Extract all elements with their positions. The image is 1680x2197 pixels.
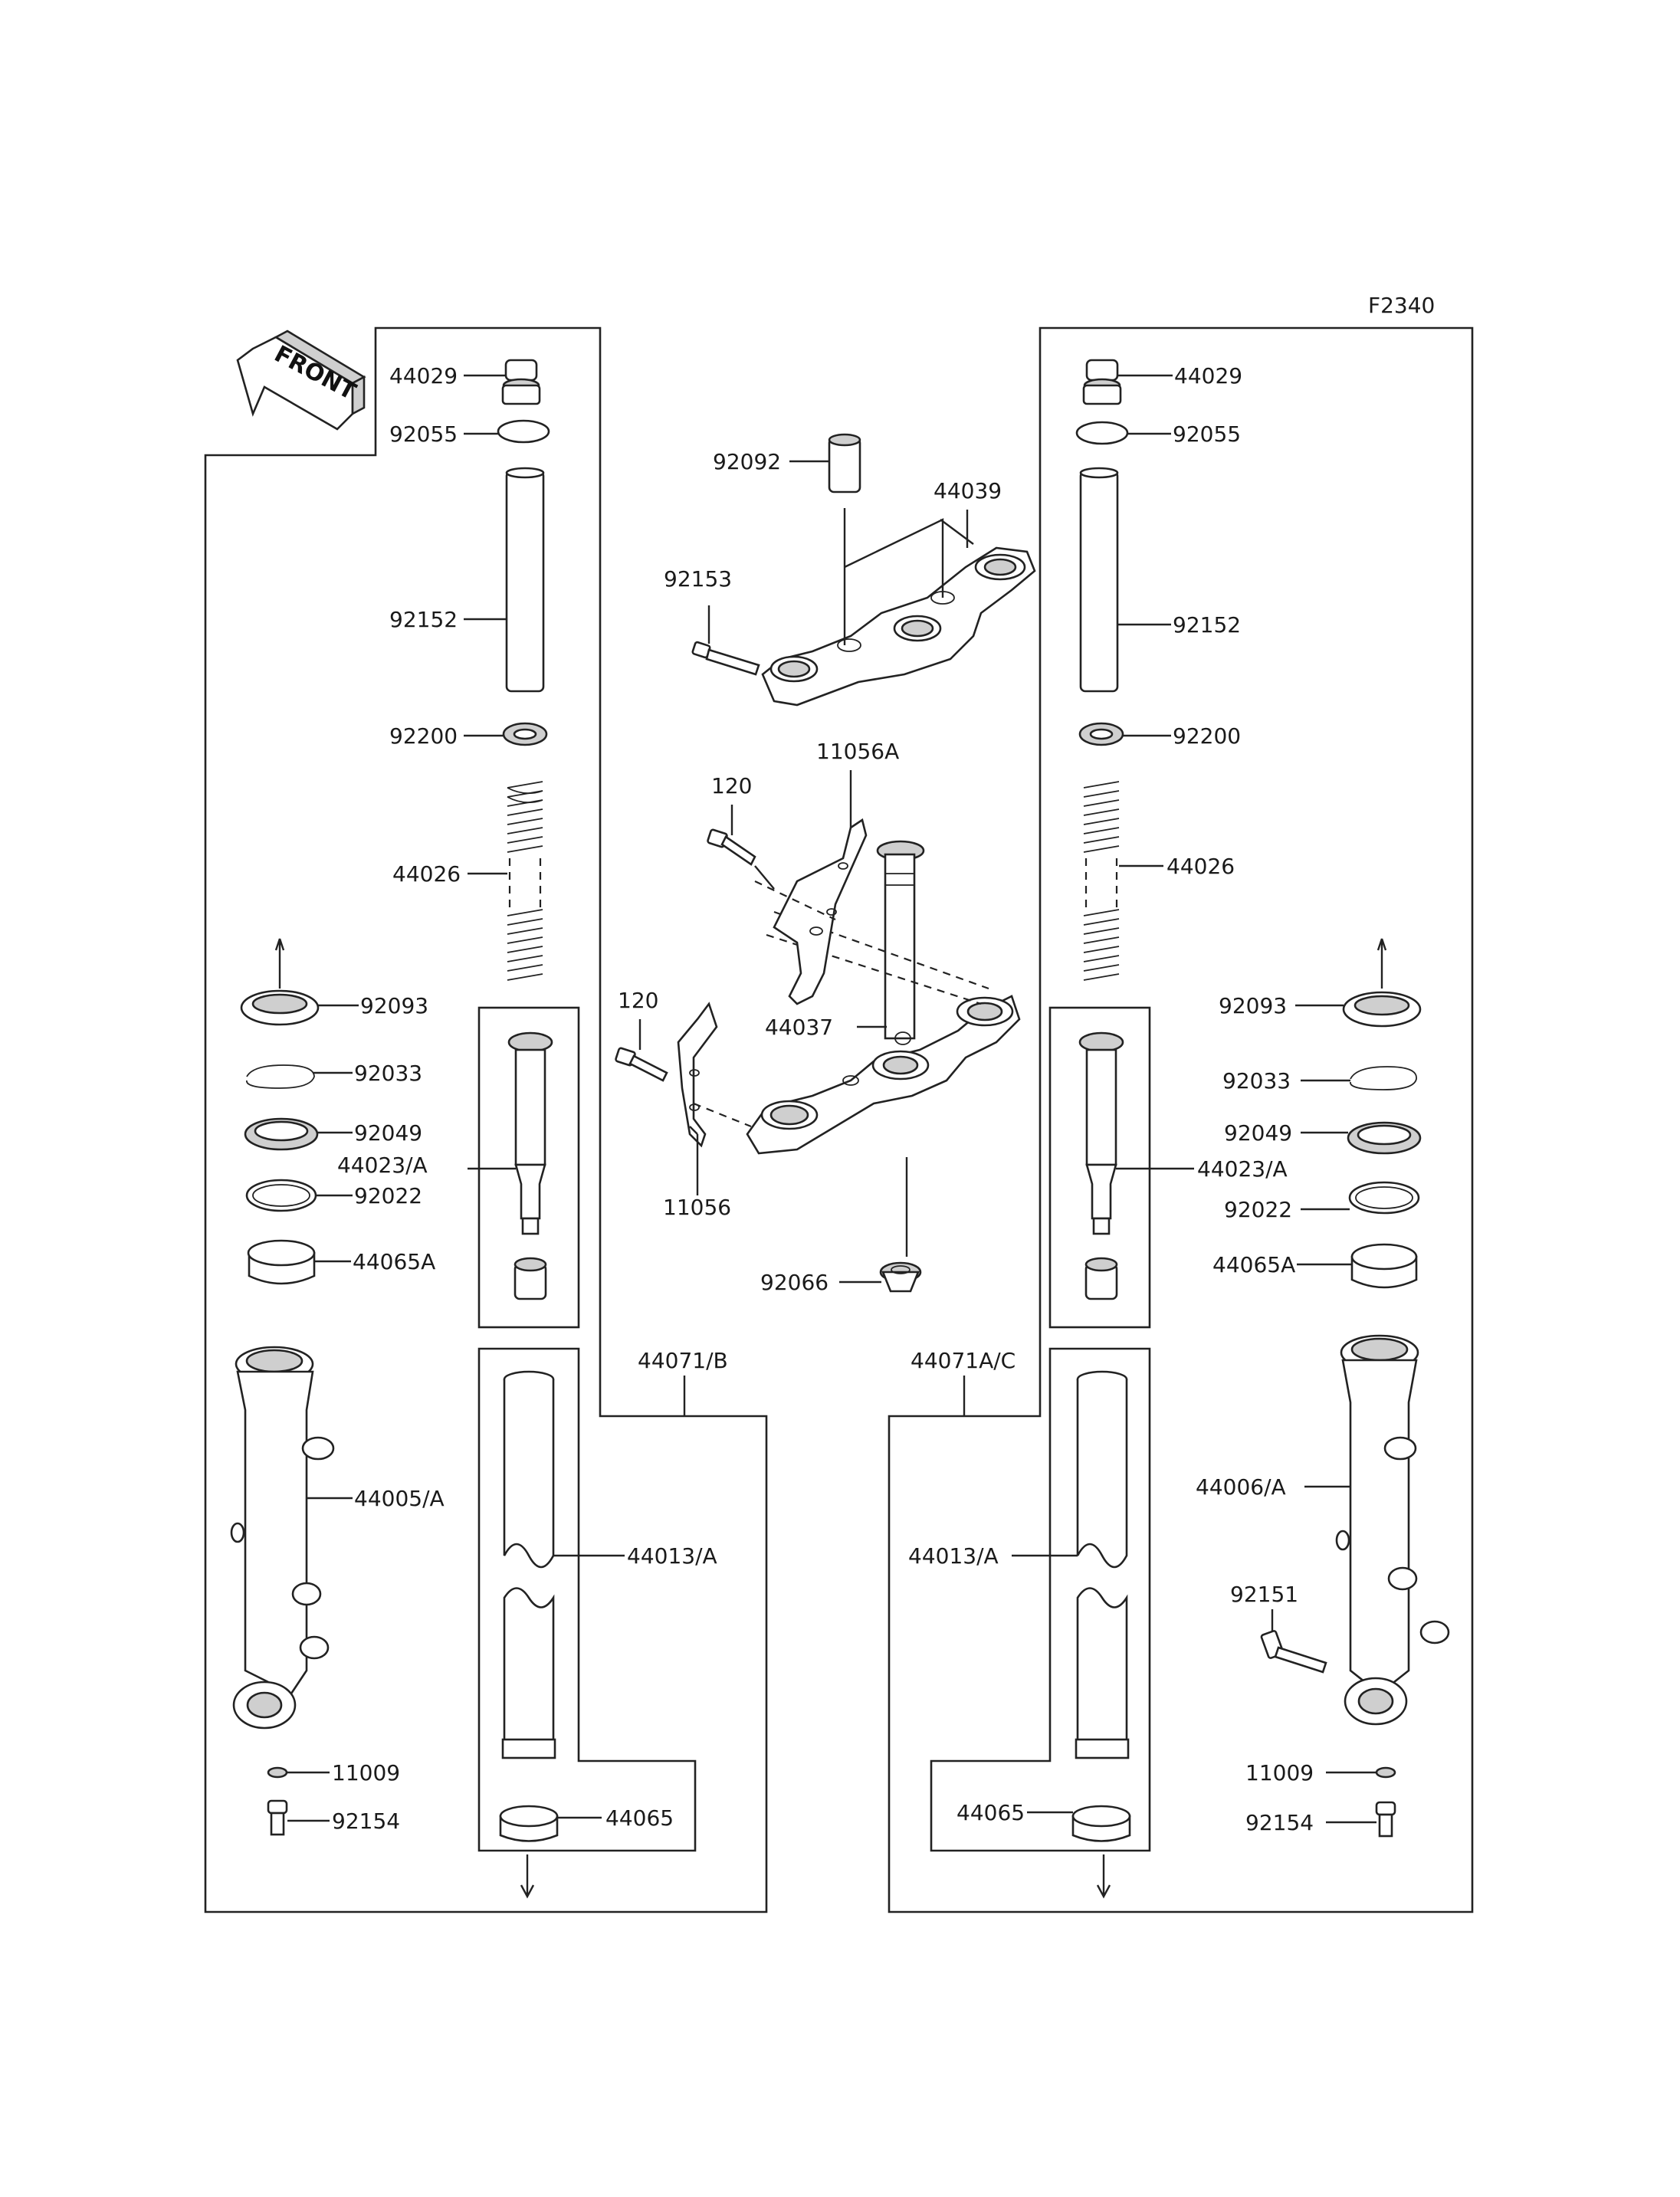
upper-bracket xyxy=(761,546,1036,707)
label-120-upper: 120 xyxy=(711,773,752,798)
label-92152-right: 92152 xyxy=(1173,612,1241,638)
left-fork-frame xyxy=(204,326,768,1913)
label-92200-right: 92200 xyxy=(1173,723,1241,749)
label-44013a-right: 44013/A xyxy=(908,1543,999,1569)
label-11009-right: 11009 xyxy=(1245,1760,1314,1785)
cap-bolt-left xyxy=(501,359,541,405)
label-44026-left: 44026 xyxy=(392,861,461,887)
label-44006a-right: 44006/A xyxy=(1196,1474,1286,1500)
stem-guide-line xyxy=(773,910,989,990)
label-44037: 44037 xyxy=(765,1015,833,1040)
label-11009-left: 11009 xyxy=(332,1760,400,1785)
label-92200-left: 92200 xyxy=(389,723,458,749)
inner-tube-left xyxy=(501,1370,556,1759)
label-92153: 92153 xyxy=(664,566,732,592)
gasket-left xyxy=(267,1766,288,1779)
left-damper-box xyxy=(477,1006,580,1329)
axle-bolt-right xyxy=(1260,1630,1327,1674)
label-92055-right: 92055 xyxy=(1173,421,1241,447)
ring-right xyxy=(1348,1181,1420,1215)
label-92033-left: 92033 xyxy=(354,1061,422,1086)
front-arrow-icon: FRONT xyxy=(236,330,366,431)
right-damper-box xyxy=(1048,1006,1151,1329)
label-92049-right: 92049 xyxy=(1224,1120,1292,1146)
bush-a-right xyxy=(1350,1243,1418,1289)
inner-tube-right xyxy=(1075,1370,1130,1759)
label-44071b: 44071/B xyxy=(638,1348,728,1373)
label-92093-left: 92093 xyxy=(360,993,428,1018)
spacer-tube-left xyxy=(505,467,545,693)
label-92022-right: 92022 xyxy=(1224,1197,1292,1222)
label-120-lower: 120 xyxy=(618,988,658,1013)
washer-left xyxy=(502,722,548,746)
bush-right xyxy=(1071,1805,1131,1899)
label-44065-right: 44065 xyxy=(956,1800,1025,1825)
label-44065-left: 44065 xyxy=(605,1805,674,1831)
fork-spring-right xyxy=(1083,781,1120,981)
label-44005a-left: 44005/A xyxy=(354,1486,445,1511)
stem-seal xyxy=(879,1261,922,1293)
label-44013a-left: 44013/A xyxy=(627,1543,717,1569)
o-ring-right xyxy=(1075,421,1129,445)
damper-rod-right xyxy=(1078,1031,1124,1300)
label-44065a-left: 44065A xyxy=(353,1249,435,1274)
spacer-tube-right xyxy=(1079,467,1119,693)
label-11056: 11056 xyxy=(663,1195,731,1220)
label-11056a: 11056A xyxy=(816,739,899,764)
label-44029-right: 44029 xyxy=(1174,363,1242,389)
label-44065a-right: 44065A xyxy=(1212,1252,1295,1277)
label-44029-left: 44029 xyxy=(389,363,458,389)
label-92055-left: 92055 xyxy=(389,421,458,447)
label-92033-right: 92033 xyxy=(1222,1068,1291,1094)
label-92154-right: 92154 xyxy=(1245,1810,1314,1835)
bolt-120-lower xyxy=(615,1047,668,1082)
label-44071ac: 44071A/C xyxy=(911,1348,1016,1373)
label-92022-left: 92022 xyxy=(354,1183,422,1208)
damper-rod-left xyxy=(507,1031,553,1300)
dust-seal-left xyxy=(240,938,320,1026)
lower-bracket xyxy=(746,995,1021,1155)
bush-left xyxy=(499,1805,559,1899)
label-92093-right: 92093 xyxy=(1219,993,1287,1018)
dust-seal-right xyxy=(1342,938,1422,1028)
cap-bolt-right xyxy=(1082,359,1122,405)
label-92092: 92092 xyxy=(713,449,781,474)
socket-bolt-left xyxy=(267,1799,288,1836)
bracket-11056 xyxy=(677,1002,718,1148)
label-44023a-right: 44023/A xyxy=(1197,1156,1288,1182)
bush-a-left xyxy=(247,1239,316,1285)
label-92066: 92066 xyxy=(760,1270,829,1295)
gasket-right xyxy=(1375,1766,1396,1779)
collar-center xyxy=(828,433,861,494)
diagram-code: F2340 xyxy=(1368,293,1435,318)
outer-tube-right xyxy=(1335,1334,1450,1726)
label-44026-right: 44026 xyxy=(1166,854,1235,879)
label-92151-right: 92151 xyxy=(1230,1582,1298,1607)
washer-right xyxy=(1078,722,1124,746)
oil-seal-left xyxy=(244,1117,319,1151)
circlip-right xyxy=(1350,1066,1417,1090)
circlip-left xyxy=(246,1064,315,1089)
steering-stem xyxy=(876,840,925,1045)
label-44023a-left: 44023/A xyxy=(337,1153,428,1178)
right-tube-box xyxy=(930,1347,1151,1852)
label-44039: 44039 xyxy=(934,478,1002,503)
label-92154-left: 92154 xyxy=(332,1808,400,1834)
label-92152-left: 92152 xyxy=(389,607,458,632)
socket-bolt-right xyxy=(1375,1801,1396,1838)
left-tube-box xyxy=(477,1347,697,1852)
outer-tube-left xyxy=(230,1346,335,1730)
bracket-bolt xyxy=(691,641,760,676)
bolt-120-upper xyxy=(707,828,756,866)
right-fork-frame xyxy=(888,326,1474,1913)
fork-spring-left xyxy=(507,781,543,981)
oil-seal-right xyxy=(1347,1121,1422,1155)
label-92049-left: 92049 xyxy=(354,1120,422,1146)
o-ring-left xyxy=(497,419,550,444)
